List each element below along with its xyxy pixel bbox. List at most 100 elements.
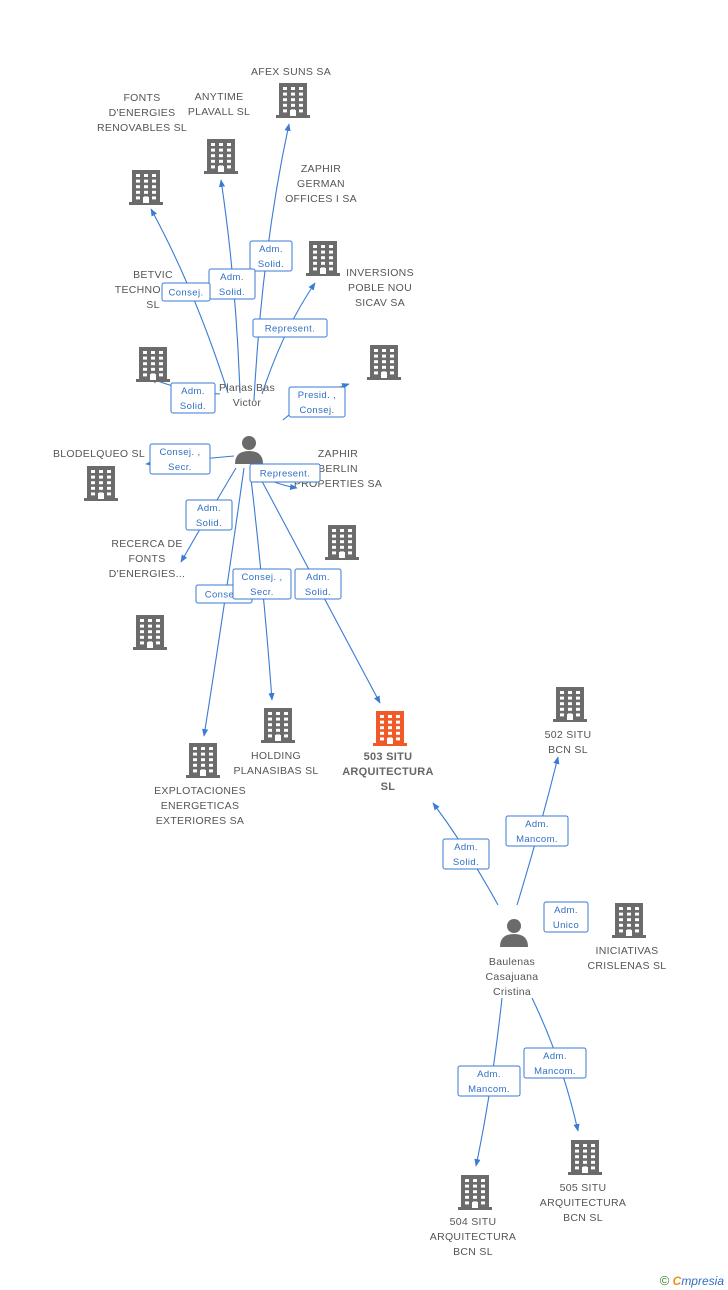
node-label: AFEX SUNS SA [251,66,331,78]
edge-label[interactable]: Adm.Solid. [185,499,233,531]
edge-label[interactable]: Adm.Solid. [170,382,216,414]
node-label: ANYTIME [195,91,244,103]
node-label: BLODELQUEO SL [53,448,145,460]
edge-line [202,467,245,737]
node-label: PLANASIBAS SL [233,765,318,777]
node-zaphir-german[interactable]: ZAPHIR GERMAN OFFICES I SA [285,163,357,276]
node-label: ZAPHIR [301,163,341,175]
edge-label-text: Secr. [250,587,274,598]
node-label: Victor [233,397,262,409]
node-label: BERLIN [318,463,358,475]
node-iniciativas[interactable]: INICIATIVAS CRISLENAS SL [588,903,667,972]
edge-label[interactable]: Adm.Solid. [249,240,293,272]
node-label: RENOVABLES SL [97,122,187,134]
edge-label-text: Adm. [181,386,205,397]
edge-label[interactable]: Represent. [252,318,328,338]
building-icon [133,615,167,650]
node-label: D'ENERGIES [109,107,176,119]
brand-logo-letter: C [672,1274,682,1288]
building-icon [612,903,646,938]
node-label: BCN SL [453,1246,493,1258]
edge-label[interactable]: Adm. Mancom. [505,815,569,847]
building-icon [325,525,359,560]
node-label: INICIATIVAS [595,945,658,957]
node-label: EXTERIORES SA [156,815,245,827]
building-icon [261,708,295,743]
node-label: 503 SITU [364,751,413,763]
edge-label-text: Consej. [299,405,334,416]
brand-logo[interactable]: © Cmpresia [660,1273,724,1288]
edge-label-text: Consej. , [241,572,282,583]
edge-label-text: Solid. [305,587,331,598]
node-label: EXPLOTACIONES [154,785,246,797]
node-recerca[interactable]: RECERCA DEFONTSD'ENERGIES... [109,538,186,650]
building-icon [568,1140,602,1175]
edge-label-text: Conse... [205,590,244,601]
node-label: HOLDING [251,750,301,762]
edge-label[interactable]: Adm. Unico [543,901,589,933]
node-label: SICAV SA [355,297,405,309]
building-icon [136,347,170,382]
edge-label[interactable]: Consej. [161,282,211,302]
edge-label-text: Adm. [525,819,549,830]
edge-labels-layer: Adm. Solid. Adm. Solid. Consej. Represent. Adm… [149,240,589,1097]
node-label: ARQUITECTURA [430,1231,516,1243]
node-label: CRISLENAS SL [588,960,667,972]
edge-label-text: Mancom. [468,1084,510,1095]
node-label: ARQUITECTURA [540,1197,626,1209]
node-label: OFFICES I SA [285,193,357,205]
node-label: Casajuana [486,971,539,983]
edge-label-text: Presid. , [298,390,336,401]
node-afex[interactable]: AFEX SUNS SA [251,66,331,118]
node-label: POBLE NOU [348,282,412,294]
node-label: Cristina [493,986,531,998]
edge-label-text: Secr. [168,462,192,473]
edge-label[interactable]: Consej. , Secr. [232,568,292,600]
edge-label-text: Represent. [265,324,315,335]
edge-label[interactable]: Adm. Mancom. [457,1065,521,1097]
edge-label-text: Adm. [220,272,244,283]
node-label: BETVIC [133,269,173,281]
edge-label[interactable]: Represent. [249,463,321,483]
edge-label-text: Adm. [454,842,478,853]
edge-label[interactable]: Adm.Solid. [294,568,342,600]
edge-label-text: Unico [553,920,579,931]
node-label: ZAPHIR [318,448,358,460]
edge-label[interactable]: Adm.Mancom. [523,1047,587,1079]
edge-label-text: Consej. , [159,447,200,458]
node-label: RECERCA DE [111,538,182,550]
node-label: BCN SL [548,744,588,756]
edge-label-text: Adm. [197,503,221,514]
node-holding[interactable]: HOLDING PLANASIBAS SL [233,708,318,777]
edge-label-text: Mancom. [516,834,558,845]
node-label: GERMAN [297,178,345,190]
edge-label[interactable]: Consej. , Secr. [149,443,211,475]
edge-label-text: Consej. [168,288,203,299]
building-icon [306,241,340,276]
edge-label[interactable]: Presid. , Consej. [288,386,346,418]
edge-label[interactable]: Adm.Solid. [442,838,490,870]
node-label: Planas Bas [219,382,275,394]
node-blodelqueo[interactable]: BLODELQUEO SL [53,448,145,501]
focus-building-icon [373,711,407,746]
node-label: 505 SITU [560,1182,607,1194]
edge-label-text: Solid. [219,287,245,298]
node-label: SL [146,299,159,311]
edge-label-text: Adm. [543,1051,567,1062]
edge-label-text: Adm. [554,905,578,916]
edge-label[interactable]: Adm. Solid. [208,268,256,300]
node-label: ARQUITECTURA [342,766,434,778]
edge-label-text: Adm. [477,1069,501,1080]
